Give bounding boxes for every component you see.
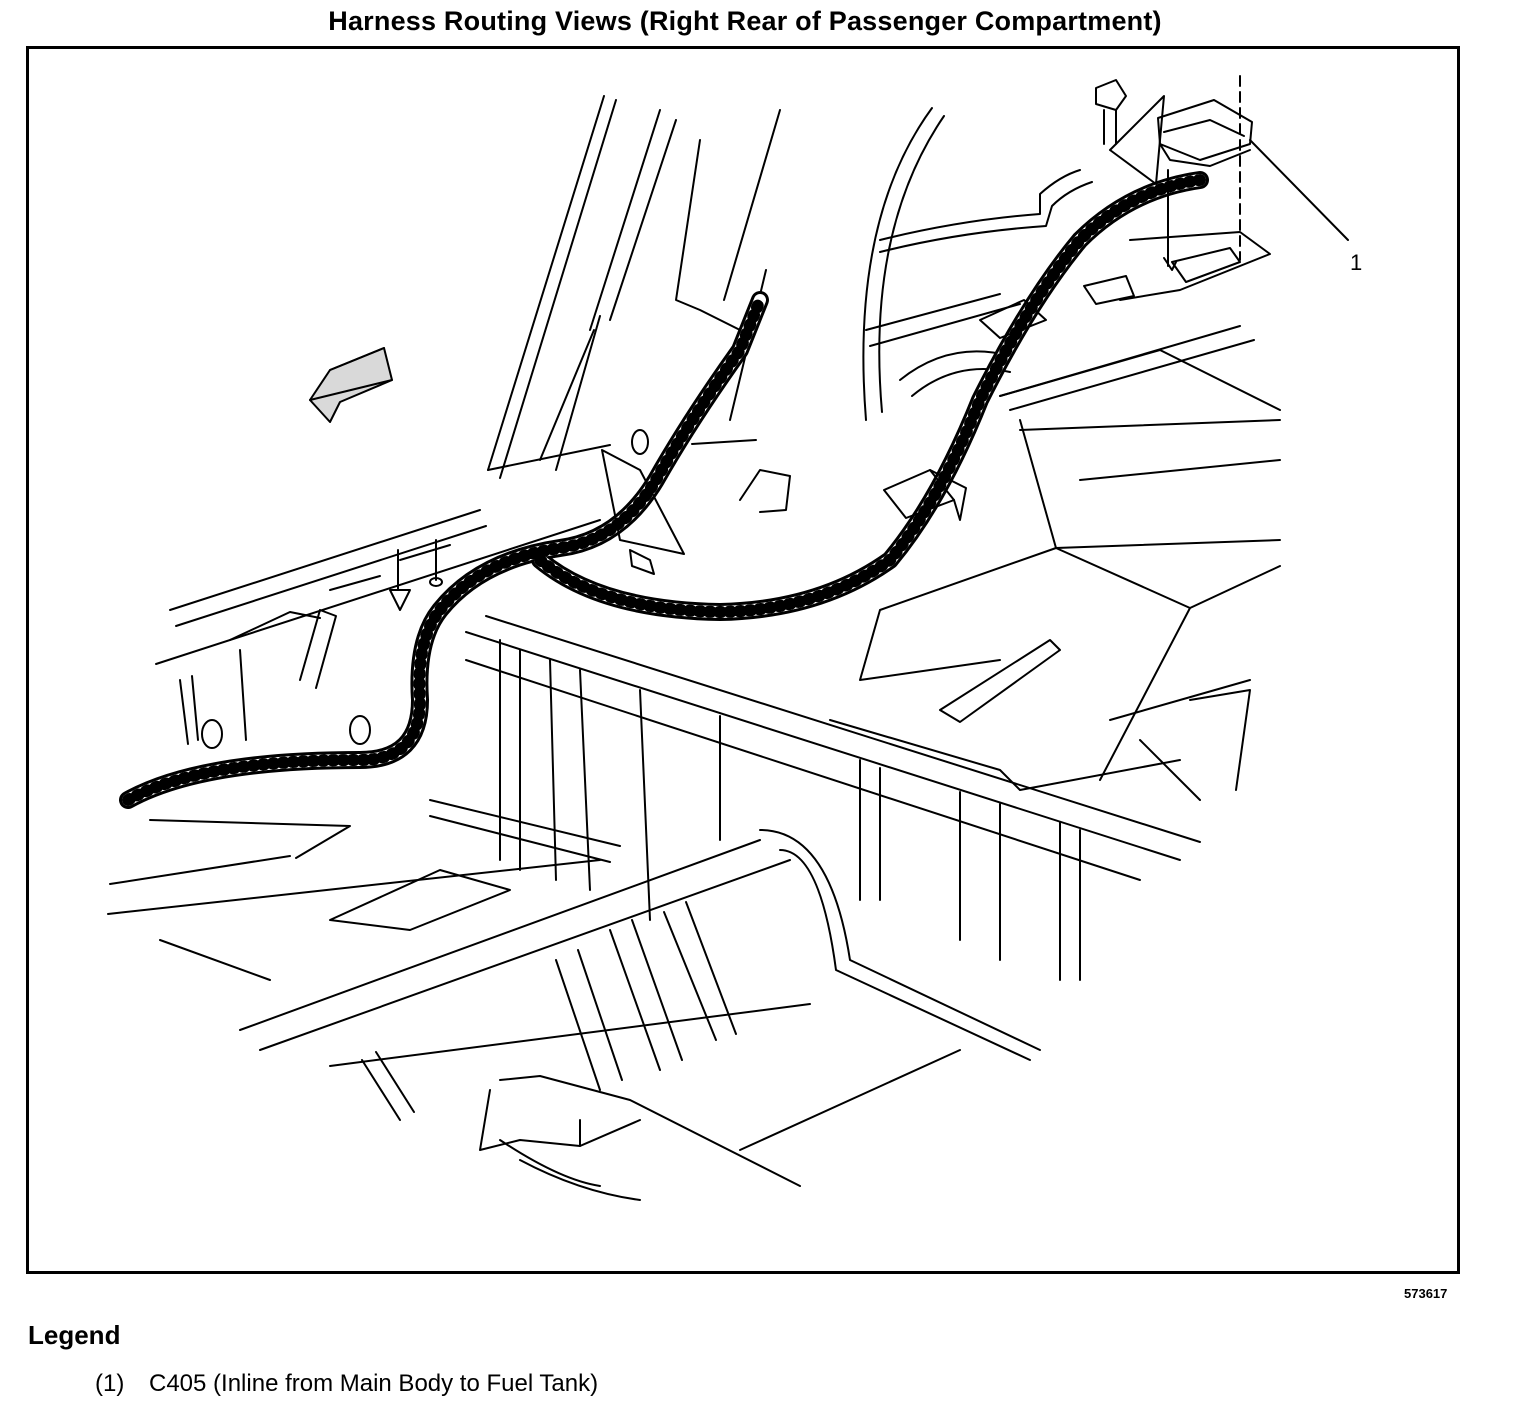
diagram-frame bbox=[26, 46, 1460, 1274]
rocker-sill bbox=[155, 509, 601, 745]
figure-id: 573617 bbox=[1404, 1286, 1448, 1301]
fasteners bbox=[201, 429, 757, 749]
crossmember bbox=[465, 615, 1201, 981]
front-direction-arrow bbox=[309, 347, 393, 423]
rear-shelf bbox=[999, 231, 1281, 431]
legend-item: (1) C405 (Inline from Main Body to Fuel T… bbox=[95, 1370, 598, 1398]
c405-connector-assembly bbox=[1095, 75, 1349, 271]
lower-floor-tunnel bbox=[107, 799, 1041, 1201]
harness-clips bbox=[601, 299, 1047, 555]
floor-pan bbox=[829, 419, 1281, 801]
callout-1: 1 bbox=[1350, 250, 1362, 275]
diagram-title: Harness Routing Views (Right Rear of Pas… bbox=[328, 6, 1162, 36]
pillar-panel-lines bbox=[487, 95, 781, 479]
legend-item-number: (1) bbox=[95, 1370, 125, 1397]
legend-item-text: C405 (Inline from Main Body to Fuel Tank… bbox=[149, 1370, 599, 1397]
wiring-harness-ribs bbox=[122, 174, 1206, 806]
legend-title: Legend bbox=[28, 1320, 121, 1350]
